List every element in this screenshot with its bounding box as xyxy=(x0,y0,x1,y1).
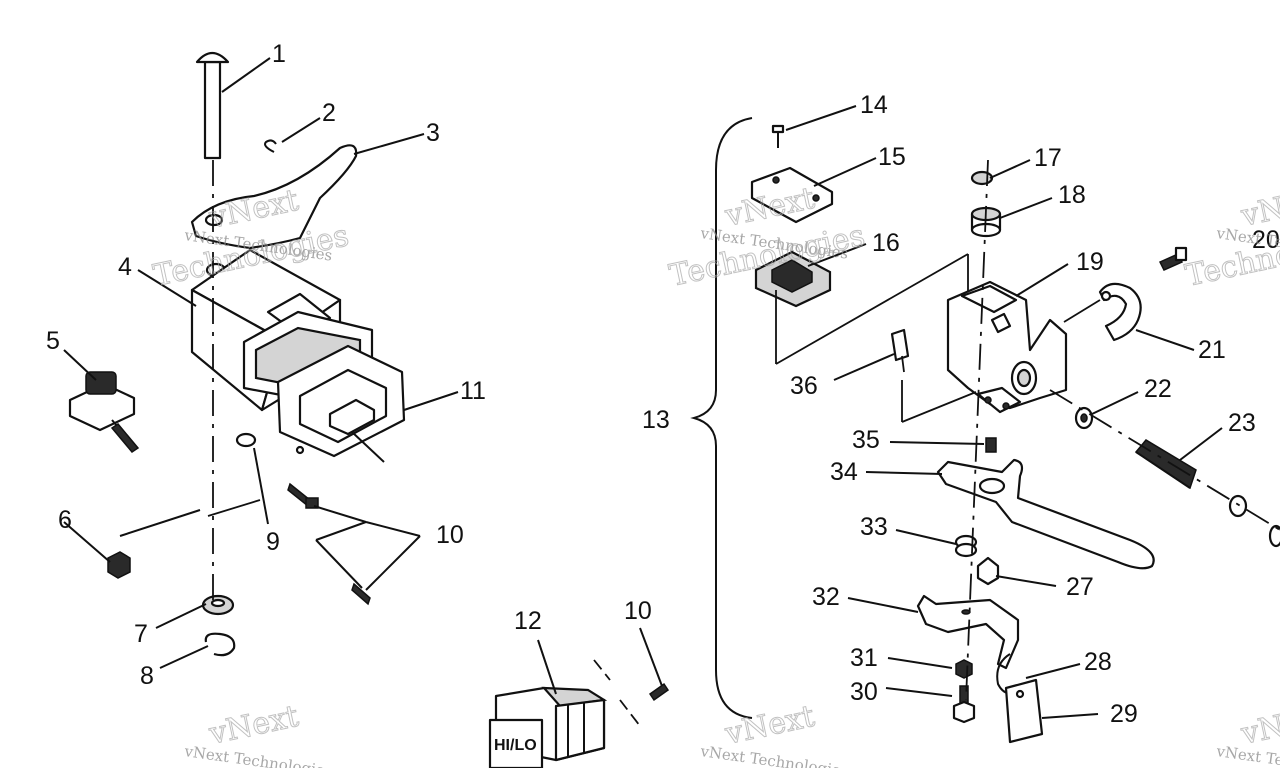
callout-9: 9 xyxy=(266,528,280,556)
callout-4: 4 xyxy=(118,253,132,281)
callouts: 1 2 3 4 5 6 7 8 9 10 11 12 10 13 14 15 1… xyxy=(46,40,1280,728)
callout-5: 5 xyxy=(46,327,60,355)
callout-10: 10 xyxy=(436,521,464,549)
screw-part-14 xyxy=(771,124,785,148)
svg-text:vNext: vNext xyxy=(1237,181,1280,234)
pin-part-35 xyxy=(985,437,997,453)
nut-part-27 xyxy=(976,556,1000,586)
washer-part-17 xyxy=(970,170,994,186)
callout-36: 36 xyxy=(790,372,818,400)
callout-15: 15 xyxy=(878,143,906,171)
callout-1: 1 xyxy=(272,40,286,68)
hilo-label: HI/LO xyxy=(494,737,537,754)
callout-35: 35 xyxy=(852,426,880,454)
callout-33: 33 xyxy=(860,513,888,541)
bolt-part-36 xyxy=(890,328,910,373)
callout-16: 16 xyxy=(872,229,900,257)
watermark-bottom-right: vNext vNext Technologies xyxy=(1214,698,1280,773)
spring-part-33 xyxy=(954,534,978,558)
callout-21: 21 xyxy=(1198,336,1226,364)
nut-part-31 xyxy=(955,659,973,679)
callout-12: 12 xyxy=(514,607,542,635)
callout-10b: 10 xyxy=(624,597,652,625)
spring-part-23 xyxy=(1134,439,1197,490)
cap-part-15 xyxy=(750,166,834,224)
svg-text:vNext: vNext xyxy=(721,699,817,752)
bracket-part-32 xyxy=(916,594,1020,670)
screws-part-10 xyxy=(287,482,371,606)
svg-text:vNext: vNext xyxy=(1237,699,1280,752)
callout-6: 6 xyxy=(58,506,72,534)
bolt-part-1 xyxy=(195,51,230,160)
callout-22: 22 xyxy=(1144,375,1172,403)
clip-part-8 xyxy=(204,632,236,657)
lever-part-3 xyxy=(190,144,358,250)
clamp-part-21 xyxy=(1098,282,1142,342)
callout-30: 30 xyxy=(850,678,878,706)
tag-part-29 xyxy=(1004,678,1044,744)
callout-11: 11 xyxy=(460,377,486,405)
hilo-switch-part-12: HI/LO xyxy=(488,659,670,770)
knob-part-5 xyxy=(68,371,140,453)
callout-14: 14 xyxy=(860,91,888,119)
callout-20: 20 xyxy=(1252,226,1280,254)
svg-text:vNext Technologies: vNext Technologies xyxy=(182,742,333,768)
callout-19: 19 xyxy=(1076,248,1104,276)
callout-28: 28 xyxy=(1084,648,1112,676)
callout-2: 2 xyxy=(322,99,336,127)
callout-17: 17 xyxy=(1034,144,1062,172)
nut-part-6 xyxy=(107,551,131,579)
callout-8: 8 xyxy=(140,662,154,690)
left-assembly xyxy=(68,51,406,657)
clip-part-2 xyxy=(264,139,277,153)
callout-23: 23 xyxy=(1228,409,1256,437)
callout-31: 31 xyxy=(850,644,878,672)
callout-32: 32 xyxy=(812,583,840,611)
callout-3: 3 xyxy=(426,119,440,147)
callout-7: 7 xyxy=(134,620,148,648)
callout-13: 13 xyxy=(642,406,670,434)
svg-text:vNext Technologies: vNext Technologies xyxy=(698,742,849,768)
callout-18: 18 xyxy=(1058,181,1086,209)
callout-27: 27 xyxy=(1066,573,1094,601)
svg-text:vNext: vNext xyxy=(205,699,301,752)
watermark-bottom-left: vNext vNext Technologies xyxy=(182,698,333,773)
watermark-top-right: vNext vNext Technologies Technologies xyxy=(1182,180,1280,294)
bracket-13 xyxy=(690,117,753,719)
right-assembly xyxy=(690,117,1280,744)
leader-lines xyxy=(63,57,1223,719)
cover-part-11 xyxy=(276,344,406,463)
watermark-bottom-center: vNext vNext Technologies xyxy=(698,698,849,773)
callout-34: 34 xyxy=(830,458,858,486)
svg-text:vNext: vNext xyxy=(721,181,817,234)
master-cylinder-part-19 xyxy=(946,280,1068,414)
bolt-part-30 xyxy=(952,685,976,724)
callout-29: 29 xyxy=(1110,700,1138,728)
screw-part-20 xyxy=(1158,246,1188,271)
